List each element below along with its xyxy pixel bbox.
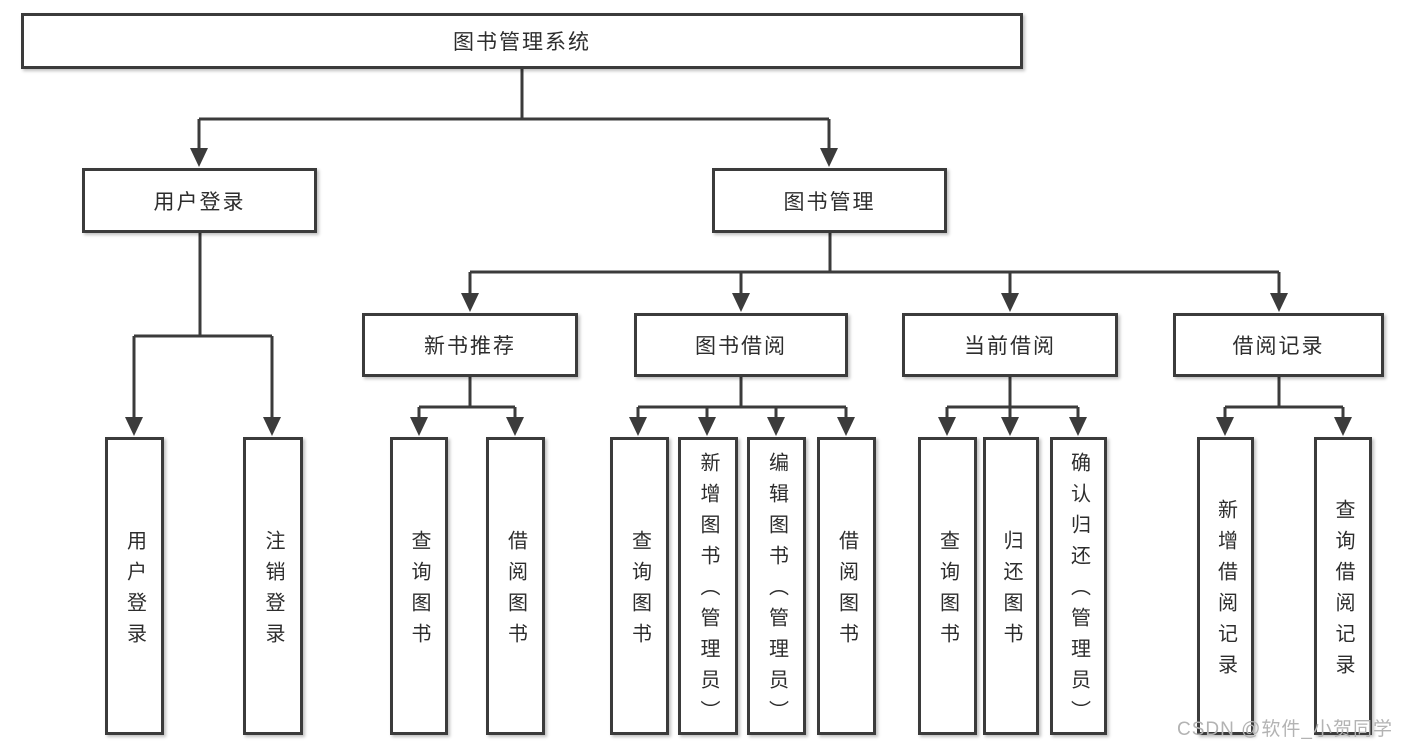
leaf-query-books-borrow: 查询图书	[610, 437, 669, 735]
leaf-query-books-recommend: 查询图书	[390, 437, 448, 735]
leaf-return-books: 归还图书	[983, 437, 1039, 735]
node-library-system: 图书管理系统	[21, 13, 1023, 69]
leaf-query-books-current: 查询图书	[918, 437, 977, 735]
node-book-borrow: 图书借阅	[634, 313, 848, 377]
leaf-add-books-admin: 新增图书（管理员）	[678, 437, 738, 735]
node-borrow-records: 借阅记录	[1173, 313, 1384, 377]
leaf-logout: 注销登录	[243, 437, 303, 735]
leaf-user-login: 用户登录	[105, 437, 164, 735]
leaf-borrow-books-recommend: 借阅图书	[486, 437, 545, 735]
leaf-edit-books-admin: 编辑图书（管理员）	[747, 437, 806, 735]
leaf-confirm-return-admin: 确认归还（管理员）	[1050, 437, 1107, 735]
leaf-query-borrow-record: 查询借阅记录	[1314, 437, 1372, 735]
node-user-login: 用户登录	[82, 168, 317, 233]
leaf-add-borrow-record: 新增借阅记录	[1197, 437, 1254, 735]
node-book-management: 图书管理	[712, 168, 947, 233]
node-current-borrow: 当前借阅	[902, 313, 1118, 377]
node-new-book-recommend: 新书推荐	[362, 313, 578, 377]
leaf-borrow-books: 借阅图书	[817, 437, 876, 735]
